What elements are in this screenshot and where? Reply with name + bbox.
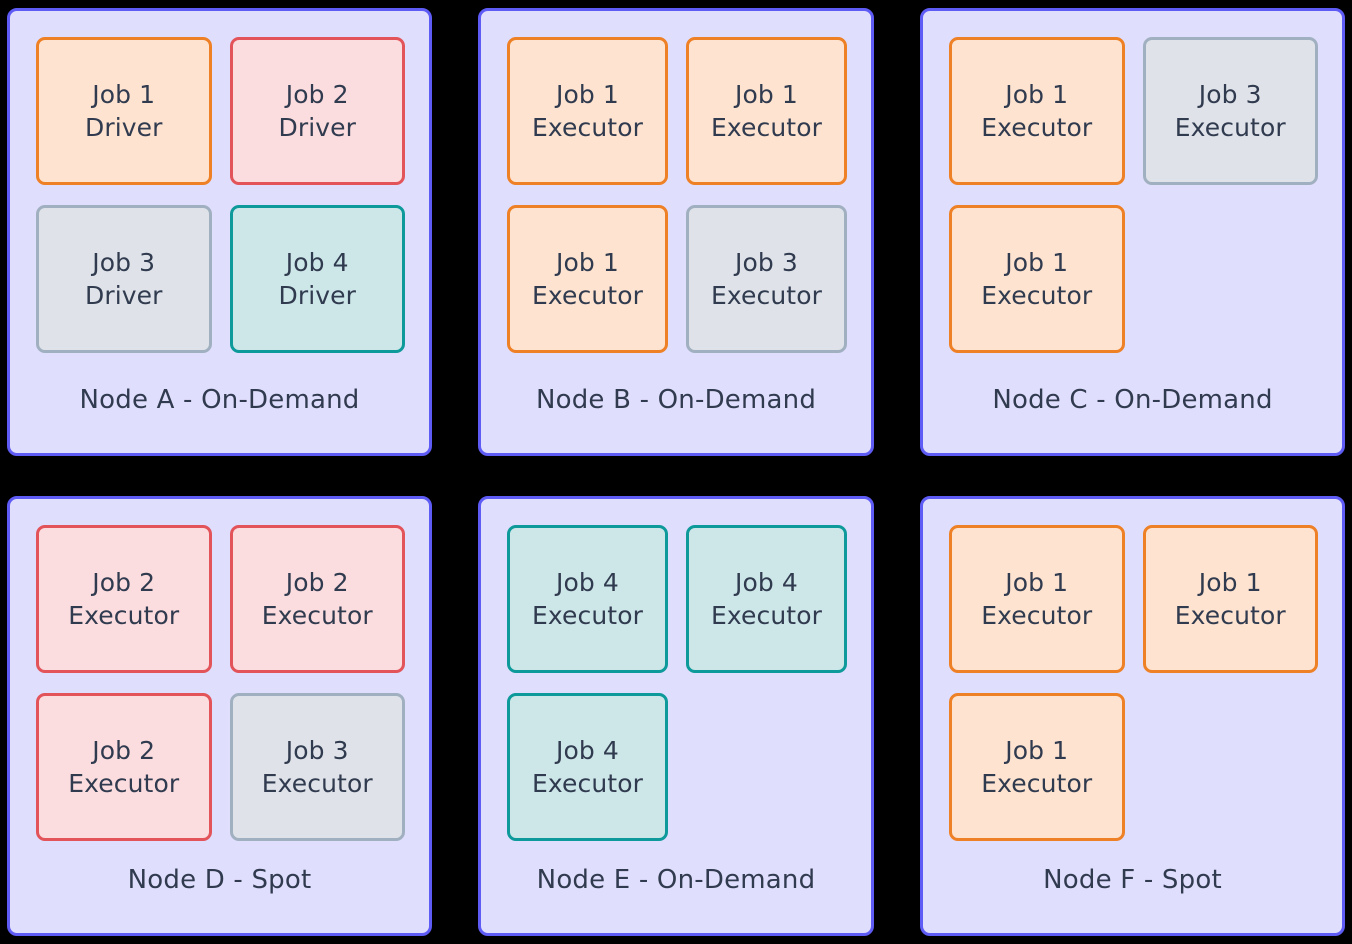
task-role-label: Executor [532,281,643,310]
task-role-label: Executor [68,601,180,630]
node-label: Node E - On-Demand [536,865,816,895]
node-label: Node D - Spot [127,865,312,895]
task-job-label: Job 2 [92,735,156,765]
task-job-label: Job 1 [1005,567,1069,597]
task-job-label: Job 1 [1198,567,1262,597]
task-box[interactable]: Job 4 Executor [507,693,668,841]
empty-slot [686,693,847,841]
task-role-label: Executor [532,113,643,142]
task-job-label: Job 3 [92,247,156,277]
empty-slot [1143,205,1319,353]
task-job-label: Job 2 [285,567,349,597]
task-role-label: Executor [532,769,643,798]
task-box[interactable]: Job 1 Executor [686,37,847,185]
task-job-label: Job 4 [556,735,619,765]
task-role-label: Executor [981,601,1093,630]
task-job-label: Job 4 [285,247,349,277]
task-job-label: Job 4 [556,567,619,597]
task-role-label: Executor [981,113,1093,142]
task-box[interactable]: Job 4 Executor [507,525,668,673]
task-box[interactable]: Job 1 Executor [507,37,668,185]
task-role-label: Executor [711,113,822,142]
task-job-label: Job 4 [735,567,798,597]
task-role-label: Executor [68,769,180,798]
task-role-label: Driver [84,281,163,310]
task-role-label: Executor [981,769,1093,798]
task-box[interactable]: Job 4 Executor [686,525,847,673]
task-job-label: Job 3 [285,735,349,765]
task-job-label: Job 1 [1005,79,1069,109]
task-role-label: Executor [532,601,643,630]
task-box[interactable]: Job 2 Driver [229,37,405,185]
task-box[interactable]: Job 1 Executor [949,37,1125,185]
task-box[interactable]: Job 1 Executor [949,205,1125,353]
task-job-label: Job 1 [556,247,619,277]
task-box[interactable]: Job 2 Executor [36,525,212,673]
node-label: Node A - On-Demand [79,385,360,415]
task-box[interactable]: Job 1 Executor [949,525,1125,673]
task-role-label: Driver [278,281,357,310]
task-role-label: Executor [711,601,822,630]
task-box[interactable]: Job 1 Driver [36,37,212,185]
task-role-label: Executor [981,281,1093,310]
task-box[interactable]: Job 3 Driver [36,205,212,353]
task-job-label: Job 1 [556,79,619,109]
task-role-label: Executor [1174,113,1286,142]
task-box[interactable]: Job 3 Executor [1142,37,1318,185]
task-job-label: Job 1 [735,79,798,109]
task-job-label: Job 3 [735,247,798,277]
task-role-label: Driver [84,113,163,142]
task-job-label: Job 2 [92,567,156,597]
task-job-label: Job 3 [1198,79,1262,109]
task-box[interactable]: Job 3 Executor [686,205,847,353]
task-box[interactable]: Job 1 Executor [1142,525,1318,673]
task-box[interactable]: Job 3 Executor [229,693,405,841]
node-label: Node B - On-Demand [535,385,817,415]
task-box[interactable]: Job 4 Driver [229,205,405,353]
task-role-label: Executor [711,281,822,310]
task-role-label: Executor [261,601,373,630]
task-role-label: Executor [261,769,373,798]
task-job-label: Job 2 [285,79,349,109]
task-role-label: Driver [278,113,357,142]
node-label: Node F - Spot [1043,865,1222,895]
task-role-label: Executor [1174,601,1286,630]
task-job-label: Job 1 [1005,735,1069,765]
task-box[interactable]: Job 2 Executor [229,525,405,673]
task-box[interactable]: Job 2 Executor [36,693,212,841]
task-job-label: Job 1 [1005,247,1069,277]
node-label: Node C - On-Demand [992,385,1273,415]
empty-slot [1143,693,1319,841]
task-job-label: Job 1 [92,79,156,109]
task-box[interactable]: Job 1 Executor [949,693,1125,841]
task-box[interactable]: Job 1 Executor [507,205,668,353]
